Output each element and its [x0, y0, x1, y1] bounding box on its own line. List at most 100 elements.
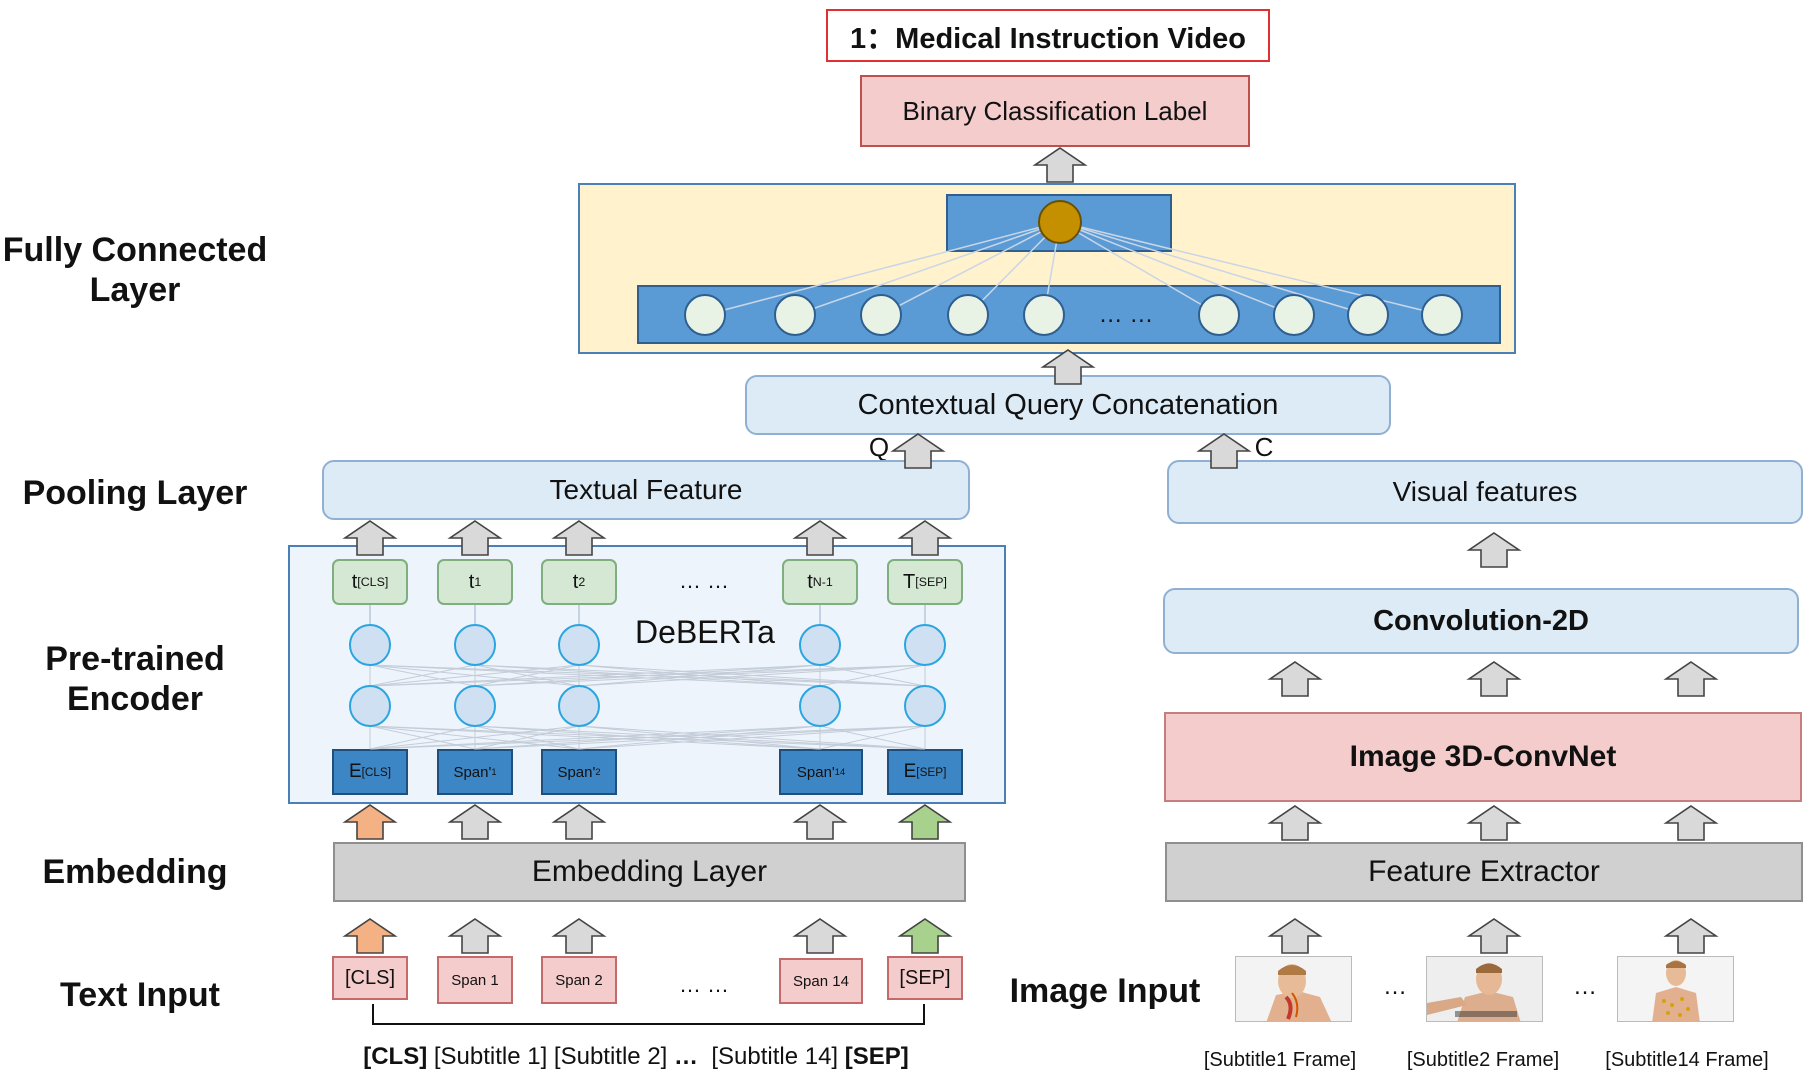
label-image-input: Image Input	[1009, 972, 1201, 1010]
token-output-sep-sub: [SEP]	[915, 575, 947, 589]
textual-feature-box: Textual Feature	[322, 460, 970, 520]
text-input-cls-label: [CLS]	[344, 966, 396, 989]
diagram-title: 1：Medical Instruction Video	[826, 9, 1270, 62]
text-sequence: [CLS] [Subtitle 1] [Subtitle 2] … [Subti…	[346, 1043, 926, 1071]
text-sequence-cls: [CLS]	[363, 1043, 428, 1070]
token-output-sep-base: T	[903, 570, 916, 593]
embedding-cls-base: E	[348, 761, 362, 782]
arrow-input-cls	[342, 918, 398, 954]
text-input-sep-label: [SEP]	[899, 966, 951, 989]
arrow-frame-to-extractor-2	[1663, 918, 1719, 954]
output-neuron-bar	[946, 194, 1172, 252]
arrow-embedding-1	[447, 804, 503, 840]
text-sequence-after: [Subtitle 14]	[698, 1043, 845, 1070]
arrow-embedding-sep	[897, 804, 953, 840]
token-output-cls-sub: [CLS]	[357, 575, 389, 589]
q-label-text: Q	[868, 431, 890, 462]
arrow-convnet-to-conv-1	[1466, 661, 1522, 697]
text-input-span-14: Span 14	[779, 958, 863, 1004]
token-output-2-base: t	[572, 570, 579, 593]
image-3d-convnet-box: Image 3D-ConvNet	[1164, 712, 1802, 802]
subtitle2-frame-image	[1426, 956, 1543, 1022]
fc-ellipsis-text: … …	[1098, 301, 1154, 328]
diagram-title-text: 1：Medical Instruction Video	[850, 22, 1246, 55]
text-input-bracket	[372, 1004, 925, 1025]
token-output-1-base: t	[468, 570, 475, 593]
frame-ellipsis-2: …	[1570, 972, 1600, 1002]
embedding-span-14: Span'14	[779, 749, 863, 795]
deberta-label-text: DeBERTa	[635, 613, 775, 650]
embedding-cls: E[CLS]	[332, 749, 408, 795]
token-output-n-1-sub: N-1	[812, 575, 833, 589]
embedding-span-2-base: Span'	[557, 763, 596, 781]
q-label: Q	[864, 429, 894, 465]
frame-ellipsis-1: …	[1380, 972, 1410, 1002]
arrow-embedding-2	[551, 804, 607, 840]
label-text-input: Text Input	[60, 976, 220, 1014]
text-input-span-14-label: Span 14	[793, 972, 849, 990]
hidden-neuron-bar	[637, 285, 1501, 344]
binary-classification-box: Binary Classification Label	[860, 75, 1250, 147]
text-input-span-1-label: Span 1	[451, 971, 499, 989]
arrow-extractor-to-convnet-1	[1466, 805, 1522, 841]
deberta-label: DeBERTa	[620, 610, 790, 654]
text-input-span-1: Span 1	[437, 956, 513, 1004]
token-ellipsis: … …	[664, 566, 744, 596]
arrow-embedding-cls	[342, 804, 398, 840]
arrow-input-sep	[897, 918, 953, 954]
token-output-1-sub: 1	[474, 575, 482, 589]
label-pooling: Pooling Layer	[22, 474, 248, 512]
arrow-input-2	[551, 918, 607, 954]
embedding-sep: E[SEP]	[887, 749, 963, 795]
feature-extractor-label: Feature Extractor	[1368, 855, 1600, 888]
arrow-frame-to-extractor-0	[1267, 918, 1323, 954]
token-output-sep: T[SEP]	[887, 559, 963, 605]
contextual-query-concatenation-box: Contextual Query Concatenation	[745, 375, 1391, 435]
frame-caption-1: [Subtitle1 Frame]	[1203, 1049, 1357, 1071]
visual-features-label: Visual features	[1392, 476, 1578, 507]
text-input-span-2-label: Span 2	[555, 971, 603, 989]
arrow-convnet-to-conv-2	[1663, 661, 1719, 697]
textual-feature-label: Textual Feature	[549, 474, 743, 505]
embedding-span-2-sub: 2	[595, 767, 601, 777]
c-label: C	[1249, 429, 1279, 465]
label-embedding: Embedding	[42, 853, 228, 891]
text-input-ellipsis: … …	[664, 970, 744, 1000]
subtitle1-frame-image	[1235, 956, 1352, 1022]
arrow-extractor-to-convnet-2	[1663, 805, 1719, 841]
text-sequence-sep: [SEP]	[844, 1043, 909, 1070]
arrow-extractor-to-convnet-0	[1267, 805, 1323, 841]
convolution-2d-box: Convolution-2D	[1163, 588, 1799, 654]
image-3d-convnet-label: Image 3D-ConvNet	[1349, 740, 1617, 773]
token-output-cls: t[CLS]	[332, 559, 408, 605]
token-output-cls-base: t	[351, 570, 358, 593]
embedding-span-1-base: Span'	[453, 763, 492, 781]
visual-features-box: Visual features	[1167, 460, 1803, 524]
text-sequence-middle: [Subtitle 1] [Subtitle 2]	[427, 1043, 674, 1070]
arrow-conv-to-visual	[1466, 532, 1522, 568]
token-ellipsis-text: … …	[678, 568, 730, 593]
c-label-text: C	[1254, 431, 1274, 462]
label-encoder: Pre-trained Encoder	[45, 640, 225, 718]
embedding-span-1-sub: 1	[491, 767, 497, 777]
arrow-input-n-1	[792, 918, 848, 954]
frame-ellipsis-1-text: …	[1383, 973, 1407, 1000]
text-sequence-dots: …	[674, 1043, 698, 1070]
text-input-ellipsis-text: … …	[678, 972, 730, 997]
arrow-frame-to-extractor-1	[1466, 918, 1522, 954]
token-output-n-1-base: t	[807, 570, 813, 593]
arrow-convnet-to-conv-0	[1267, 661, 1323, 697]
frame-caption-3: [Subtitle14 Frame]	[1605, 1049, 1769, 1071]
token-output-2-sub: 2	[578, 575, 586, 589]
embedding-span-2: Span'2	[541, 749, 617, 795]
embedding-layer-label: Embedding Layer	[531, 855, 768, 888]
text-input-span-2: Span 2	[541, 956, 617, 1004]
binary-classification-label: Binary Classification Label	[902, 95, 1208, 126]
text-input-sep: [SEP]	[887, 956, 963, 1000]
convolution-2d-label: Convolution-2D	[1373, 604, 1589, 637]
subtitle14-frame-figure	[1618, 957, 1733, 1021]
